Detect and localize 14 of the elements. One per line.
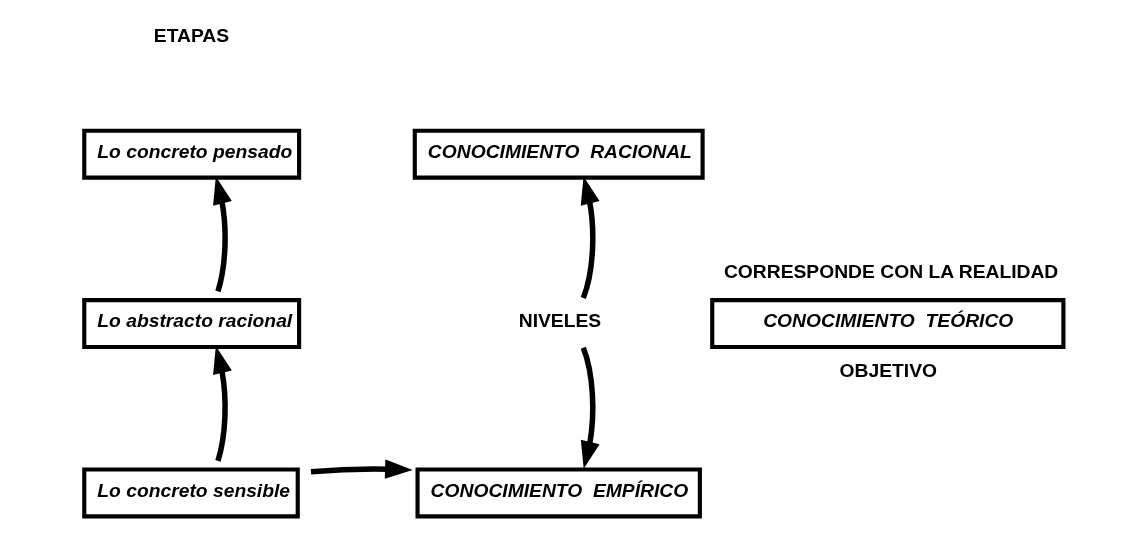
node-label: OBJETIVO [839, 359, 938, 381]
node-box: CONOCIMIENTO EMPÍRICO [415, 467, 702, 519]
label: ETAPAS [153, 25, 230, 47]
arrow [580, 176, 600, 299]
node-box: Lo abstracto racional [82, 298, 302, 350]
node-box: Lo concreto pensado [82, 128, 302, 180]
node-box: CONOCIMIENTO TEÓRICO [710, 298, 1066, 350]
node-label: CORRESPONDE CON LA REALIDAD [723, 260, 1059, 282]
arrow [580, 346, 600, 469]
arrow [213, 176, 232, 293]
node-box: CONOCIMIENTO RACIONAL [412, 128, 705, 180]
node-box: Lo concreto sensible [82, 467, 300, 519]
node-text: NIVELES [518, 309, 602, 331]
arrow [310, 459, 413, 479]
